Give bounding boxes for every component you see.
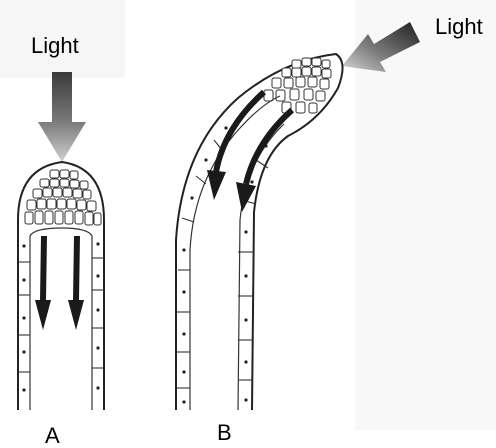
panel-a <box>18 72 104 410</box>
light-arrow-a-icon <box>38 72 86 162</box>
light-label-a: Light <box>31 35 79 57</box>
auxin-arrow-b-left-icon <box>207 170 226 200</box>
inner-outline-a <box>30 228 92 410</box>
auxin-arrows-a <box>35 236 84 330</box>
panel-label-b: B <box>217 422 232 444</box>
auxin-arrows-b <box>207 92 292 212</box>
nuclei-b <box>182 126 267 403</box>
auxin-arrow-a-left-icon <box>35 236 51 330</box>
panel-label-a: A <box>45 425 60 447</box>
auxin-arrow-a-right-icon <box>68 236 84 330</box>
light-label-b: Light <box>435 16 483 38</box>
auxin-arrow-b-right-shaft <box>246 110 292 184</box>
tip-cells-a <box>25 170 101 225</box>
auxin-arrow-b-right-icon <box>236 182 256 212</box>
tip-cells-b <box>264 58 331 113</box>
nuclei-a <box>22 242 99 391</box>
shoot-outline-b <box>176 54 343 410</box>
inner-outline-b-right <box>238 124 284 410</box>
